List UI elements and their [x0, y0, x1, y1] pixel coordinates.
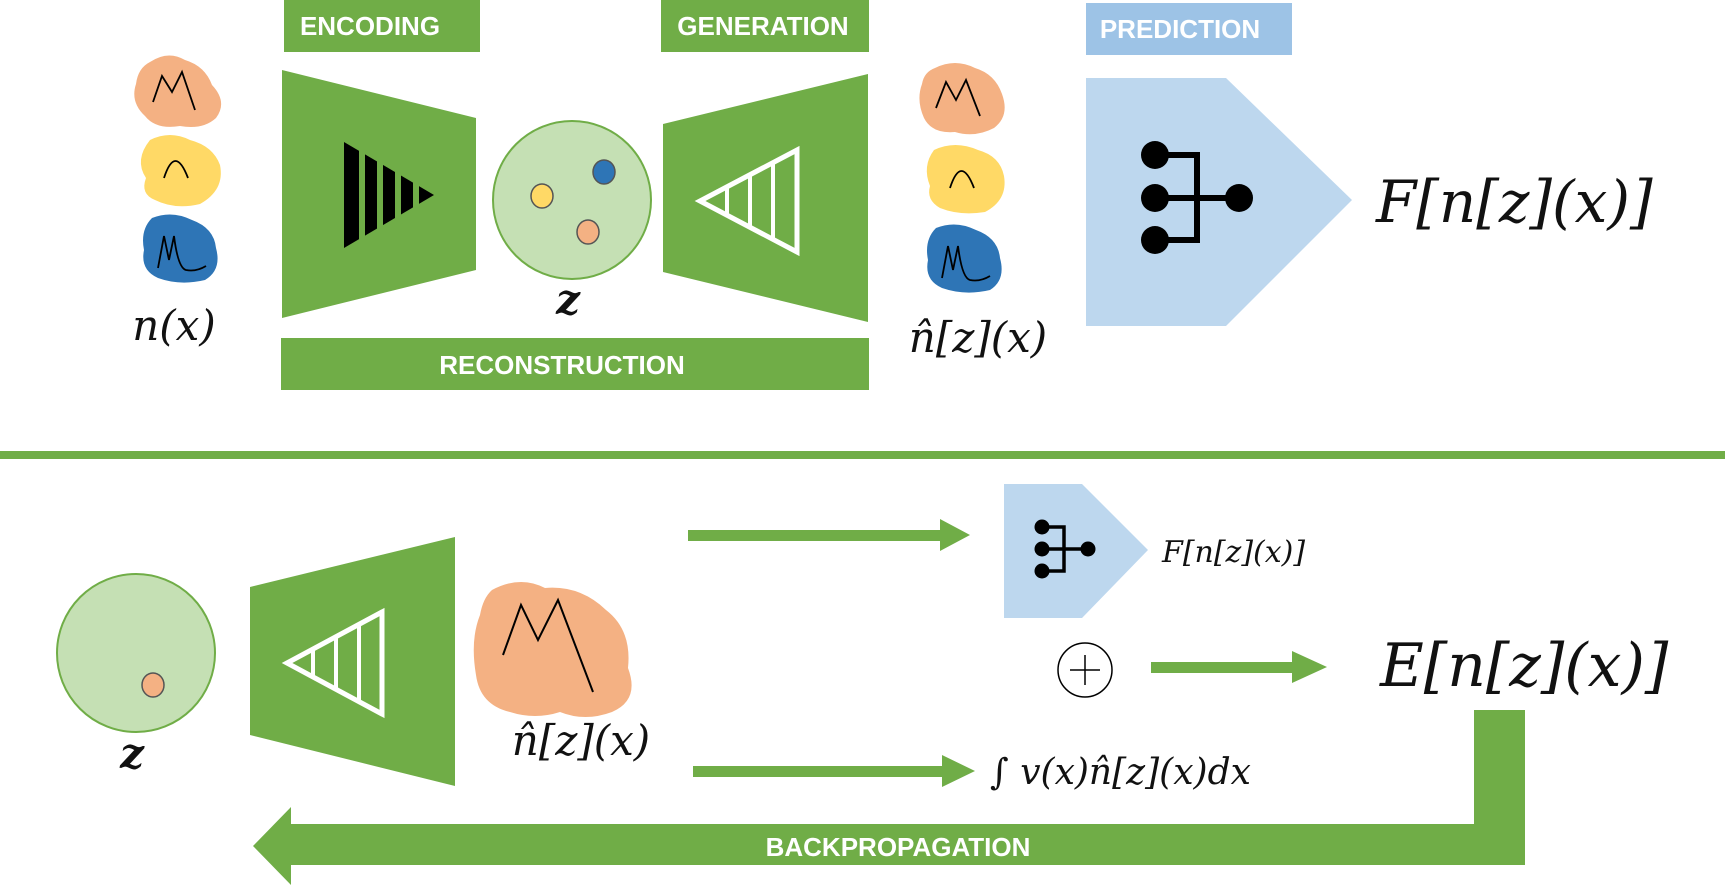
- latent-space-top: [492, 120, 652, 280]
- generated-density-blob: [473, 581, 632, 717]
- yellow-reconstructed-blob: [926, 145, 1005, 214]
- latent-point-orange: [576, 219, 600, 245]
- latent-point-yellow: [530, 183, 554, 209]
- reconstruction-bar: [281, 338, 869, 390]
- latent-variable-label-bottom: z: [119, 729, 145, 778]
- latent-space-bottom: [56, 573, 216, 733]
- prediction-label: PREDICTION: [1100, 14, 1260, 44]
- blue-density-blob: [143, 214, 218, 283]
- orange-density-blob: [134, 55, 222, 127]
- latent-point-blue: [592, 159, 616, 185]
- generated-density-label: n̂[z](x): [512, 716, 650, 765]
- reconstructed-density-blobs: [919, 63, 1005, 293]
- encoder-triangle-icon: [344, 142, 434, 248]
- backpropagation-arrow: [253, 710, 1525, 885]
- input-density-blobs: [134, 55, 222, 283]
- arrow-to-predictor: [688, 519, 970, 551]
- decoder-network-top: [663, 74, 868, 322]
- predictor-network-top: [1086, 78, 1352, 326]
- arrow-to-energy: [1151, 651, 1327, 683]
- blue-reconstructed-blob: [927, 224, 1002, 293]
- network-icon-small: [1034, 519, 1096, 579]
- predictor-network-bottom: [1004, 484, 1148, 618]
- latent-variable-label: z: [555, 275, 581, 324]
- encoder-network: [282, 70, 476, 318]
- encoding-label-box: [284, 0, 480, 52]
- network-icon: [1141, 141, 1253, 254]
- encoding-label: ENCODING: [300, 11, 440, 41]
- latent-point-orange-bottom: [141, 672, 165, 698]
- orange-reconstructed-blob: [919, 63, 1005, 135]
- decoder-network-bottom: [250, 537, 455, 786]
- energy-functional: E[n[z](x)]: [1379, 631, 1669, 701]
- prediction-label-box: [1086, 3, 1292, 55]
- functional-prediction-large: F[n[z](x)]: [1375, 168, 1653, 236]
- yellow-density-blob: [140, 135, 221, 207]
- section-divider: [0, 451, 1725, 459]
- sum-operator-icon: [1057, 642, 1113, 698]
- functional-prediction-small: F[n[z](x)]: [1161, 535, 1305, 570]
- input-density-label: n(x): [132, 301, 216, 350]
- generation-label-box: [661, 0, 869, 52]
- reconstruction-label: RECONSTRUCTION: [439, 350, 685, 380]
- reconstructed-density-label: n̂[z](x): [909, 313, 1047, 362]
- backpropagation-label: BACKPROPAGATION: [766, 832, 1031, 862]
- external-potential-integral: ∫ v(x)n̂[z](x)dx: [990, 752, 1251, 793]
- arrow-to-integral: [693, 755, 975, 787]
- generation-label: GENERATION: [677, 11, 848, 41]
